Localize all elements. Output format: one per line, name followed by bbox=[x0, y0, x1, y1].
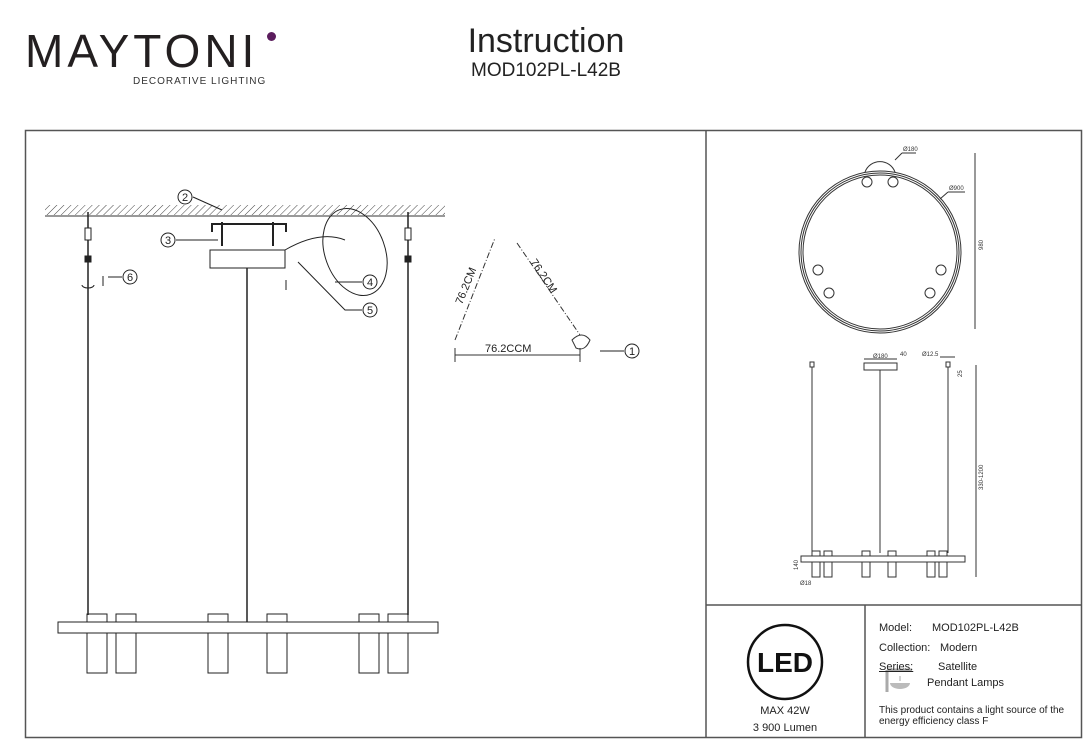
brand-name: MAYTONI bbox=[25, 25, 259, 77]
callout-2: 2 bbox=[182, 192, 188, 204]
model-label: Model: bbox=[879, 622, 913, 634]
led-icon: LED bbox=[746, 623, 824, 701]
dim-height: 980 bbox=[979, 239, 985, 250]
top-view bbox=[798, 152, 976, 334]
maytoni-logo: MAYTONI DECORATIVE LIGHTING bbox=[25, 25, 276, 87]
callout-3: 3 bbox=[165, 235, 171, 247]
callout-4: 4 bbox=[367, 277, 373, 289]
model-value: MOD102PL-L42B bbox=[932, 622, 1019, 634]
collection-label: Collection: bbox=[879, 642, 931, 654]
led-label: LED bbox=[757, 647, 813, 678]
ceiling bbox=[45, 205, 445, 217]
light-tubes bbox=[86, 613, 409, 674]
title-text: Instruction bbox=[467, 22, 625, 60]
dim-length: 330-1200 bbox=[979, 464, 985, 490]
energy-note-line2: energy efficiency class F bbox=[879, 716, 989, 727]
outer-frame bbox=[24, 129, 1083, 739]
brand-tagline: DECORATIVE LIGHTING bbox=[133, 76, 267, 87]
dim-canopy-top: Ø180 bbox=[903, 147, 918, 153]
pendant-lamp-icon bbox=[885, 668, 912, 692]
energy-note-line1: This product contains a light source of … bbox=[879, 705, 1065, 716]
pendant-assembly bbox=[57, 196, 624, 674]
lumen-rating: 3 900 Lumen bbox=[752, 722, 818, 734]
dim-canopy: Ø180 bbox=[873, 354, 888, 360]
series-label: Series: bbox=[879, 661, 914, 673]
dim-tube-diameter: Ø18 bbox=[800, 581, 812, 587]
triangle-right-label: 76.2CM bbox=[528, 257, 559, 296]
dim-tube-height: 140 bbox=[794, 559, 800, 570]
dim-cap: 25 bbox=[958, 370, 964, 377]
callouts: 2 3 4 5 6 1 bbox=[122, 189, 640, 359]
document-title: Instruction MOD102PL-L42B bbox=[0, 22, 1092, 82]
callout-1: 1 bbox=[629, 346, 635, 358]
triangle-base-label: 76.2CCM bbox=[485, 343, 531, 355]
logo-dot bbox=[267, 32, 276, 41]
dim-ring: Ø900 bbox=[949, 186, 964, 192]
callout-6: 6 bbox=[127, 272, 133, 284]
triangle-left-label: 76.2CM bbox=[454, 266, 480, 306]
lamp-type: Pendant Lamps bbox=[927, 677, 1005, 689]
callout-5: 5 bbox=[367, 305, 373, 317]
triangle-layout bbox=[454, 237, 581, 341]
triangle-dimension bbox=[454, 334, 591, 362]
side-view bbox=[800, 356, 977, 578]
dim-canopy-height: 40 bbox=[900, 352, 907, 358]
power-rating: MAX 42W bbox=[760, 705, 810, 717]
model-code: MOD102PL-L42B bbox=[471, 60, 621, 81]
series-value: Satellite bbox=[938, 661, 978, 673]
collection-value: Modern bbox=[940, 642, 978, 654]
dim-cable: Ø12.5 bbox=[922, 352, 939, 358]
